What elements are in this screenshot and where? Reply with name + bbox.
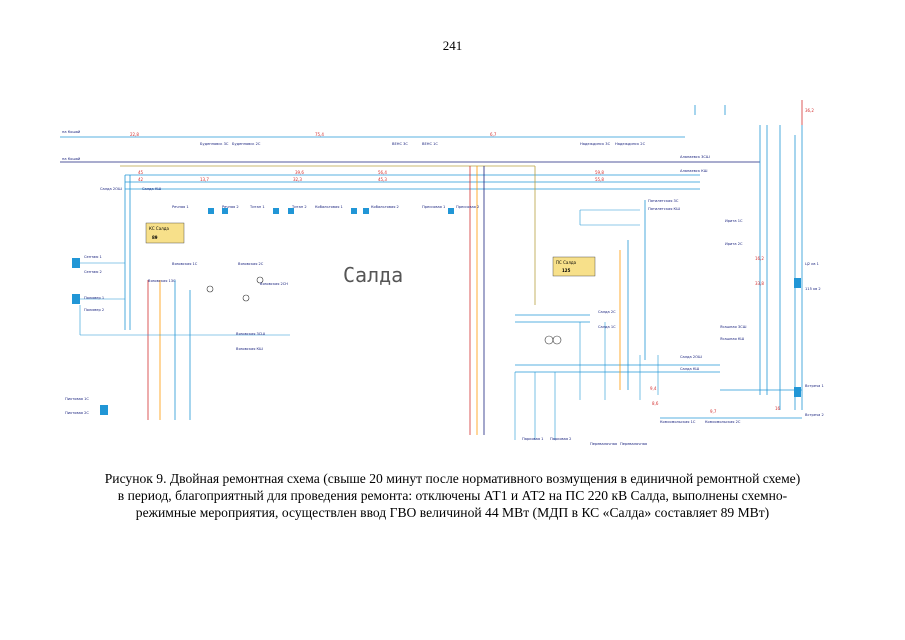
station-label: Пятилетская 3С <box>648 199 679 203</box>
station-label: Пятилетская КШ <box>648 207 680 211</box>
value-label: 16,2 <box>755 256 764 261</box>
station-label: Сентаю 1 <box>84 255 102 259</box>
value-label: 6,7 <box>490 132 497 137</box>
station-label: Титан 2 <box>291 205 307 209</box>
station-label: Речная 2 <box>222 205 239 209</box>
value-label: 42 <box>138 177 144 182</box>
value-label: 13,7 <box>200 177 209 182</box>
station-label: Парковая 2 <box>550 437 571 441</box>
station-label: Вязовская 1С <box>172 262 198 266</box>
value-label: 9,4 <box>650 386 657 391</box>
station-label: Речная 1 <box>172 205 189 209</box>
caption-line-2: в период, благоприятный для проведения р… <box>117 488 788 503</box>
value-label: 39,6 <box>295 170 304 175</box>
station-label: Алапаевск КШ <box>680 169 708 173</box>
station-label: Кобальтовая 2 <box>371 205 399 209</box>
station-label: Ц2 кв 1 <box>805 262 819 266</box>
station-label: Вязовская 2С <box>238 262 264 266</box>
ks-salda-value: 89 <box>152 235 158 240</box>
value-label: 33,8 <box>755 281 764 286</box>
station-label: Ясашная КШ <box>720 337 744 341</box>
station-label: Вязовская КШ <box>236 347 263 351</box>
station-label: Салда 1С <box>598 325 616 329</box>
station-label: Вязовская 13С <box>148 279 176 283</box>
value-label: 32,3 <box>293 177 302 182</box>
value-label: 16 <box>775 406 781 411</box>
station-label: Перевалочная <box>620 442 647 446</box>
diagram-canvas: КС Салда 89 ПС Салда 125 Салда <box>60 100 824 446</box>
value-label: 9,7 <box>710 409 717 414</box>
station-label: Буденновск 3С <box>200 142 229 146</box>
value-label: 36,2 <box>805 108 814 113</box>
station-label: Ясашная 3СШ <box>720 325 747 329</box>
station-label: Пихтовая 1С <box>65 397 89 401</box>
value-label: 22,8 <box>130 132 139 137</box>
page-number: 241 <box>442 38 463 53</box>
figure-caption: Рисунок 9. Двойная ремонтная схема (свыш… <box>60 470 845 521</box>
station-label: Пихтовая 2С <box>65 411 89 415</box>
station-label: Комсомольская 2С <box>705 420 741 424</box>
station-label: 115 кв 2 <box>805 287 821 291</box>
station-label: на Кошай <box>62 130 81 134</box>
power-grid-diagram: КС Салда 89 ПС Салда 125 Салда <box>60 100 850 455</box>
station-label: Надеждинск 2С <box>615 142 646 146</box>
caption-line-3: режимные мероприятия, осуществлен ввод Г… <box>135 505 770 520</box>
station-label: Салда 2С <box>598 310 616 314</box>
station-label: Титан 1 <box>249 205 265 209</box>
station-label: Прессовая 2 <box>456 205 479 209</box>
station-label: Надеждинск 3С <box>580 142 611 146</box>
station-label: Алапаевск 3СШ <box>680 155 710 159</box>
station-label: Вязовская 3СШ <box>236 332 265 336</box>
station-label: Вязовская 2СН <box>260 282 288 286</box>
station-label: Ирита 2С <box>725 242 743 246</box>
ps-salda-name: ПС Салда <box>556 260 577 265</box>
station-label: Прессовая 1 <box>422 205 445 209</box>
diagram-title: Салда <box>343 263 403 287</box>
station-label: Буденновск 2С <box>232 142 261 146</box>
caption-line-1: Рисунок 9. Двойная ремонтная схема (свыш… <box>104 471 801 486</box>
station-label: Парковая 1 <box>522 437 543 441</box>
value-label: 59,8 <box>595 170 604 175</box>
value-label: 75,4 <box>315 132 324 137</box>
station-label: Салда 2ОШ <box>680 355 702 359</box>
station-label: Встреча 1 <box>805 384 824 388</box>
station-label: Полимер 2 <box>84 308 104 312</box>
station-label: ВЕНС 1С <box>422 142 438 146</box>
value-label: 8,6 <box>652 401 659 406</box>
ks-salda-name: КС Салда <box>149 226 169 231</box>
value-label: 45 <box>138 170 144 175</box>
station-label: Ирита 1С <box>725 219 743 223</box>
station-label: Полимер 1 <box>84 296 104 300</box>
station-label: Встреча 2 <box>805 413 824 417</box>
station-label: Кобальтовая 1 <box>315 205 343 209</box>
value-label: 45,3 <box>378 177 387 182</box>
station-label: Перевалочная <box>590 442 617 446</box>
station-label: Сентаю 2 <box>84 270 102 274</box>
station-label: Комсомольская 1С <box>660 420 696 424</box>
station-label: Салда КШ <box>142 187 161 191</box>
station-label: ВЕНС 3С <box>392 142 408 146</box>
value-label: 56,4 <box>378 170 387 175</box>
station-label: на Кошай <box>62 157 81 161</box>
station-label: Салда КШ <box>680 367 699 371</box>
station-label: Салда 2ОШ <box>100 187 122 191</box>
value-label: 55,8 <box>595 177 604 182</box>
ps-salda-value: 125 <box>562 268 571 273</box>
